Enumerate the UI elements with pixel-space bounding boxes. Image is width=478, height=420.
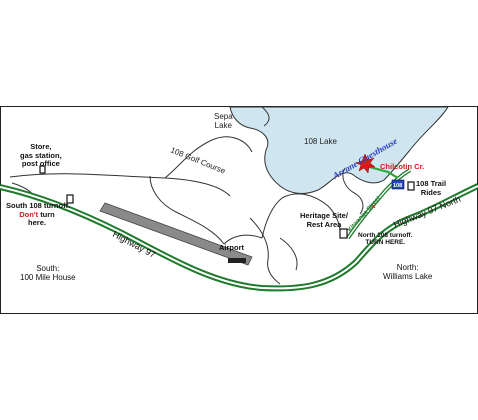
highway-sign-label: 108 bbox=[393, 183, 402, 189]
south-turnoff-line4: here. bbox=[28, 218, 46, 228]
kitwanga-street-center bbox=[347, 169, 411, 239]
lake-shore-bay bbox=[342, 167, 364, 215]
sepa-lake-label: Sepa Lake bbox=[214, 112, 233, 131]
south-destination-label: South: 100 Mile House bbox=[20, 264, 76, 283]
road-east-loop bbox=[279, 237, 298, 271]
route-to-guesthouse bbox=[365, 164, 399, 179]
store-label: Store, gas station, post office bbox=[20, 142, 62, 169]
highway-97-center bbox=[0, 185, 478, 290]
north-destination-label: North: Williams Lake bbox=[383, 263, 433, 282]
chilcotin-label: Chilcotin Cr. bbox=[380, 162, 425, 171]
trail-rides-label: 108 Trail Rides bbox=[416, 179, 447, 197]
airport-building bbox=[228, 258, 246, 263]
airport-label: Airport bbox=[219, 243, 244, 252]
south-turnoff-dont: Don't bbox=[19, 209, 39, 219]
lake-108-label: 108 Lake bbox=[304, 137, 337, 146]
store-building bbox=[39, 165, 46, 174]
heritage-label: Heritage Site/ Rest Area bbox=[300, 211, 348, 229]
south-turnoff-line3: turn bbox=[40, 209, 55, 219]
trail-rides-building bbox=[407, 181, 415, 191]
road-airport-north bbox=[223, 234, 263, 245]
road-south-loop bbox=[249, 217, 281, 285]
airport-runway bbox=[99, 202, 253, 266]
road-golf-upper bbox=[164, 136, 253, 179]
guesthouse-star bbox=[355, 153, 376, 174]
south-turnoff-building bbox=[66, 194, 74, 204]
heritage-building bbox=[339, 228, 348, 239]
highway-sign bbox=[391, 179, 405, 190]
north-turnoff-label: North 108 turnoff. TURN HERE. bbox=[358, 232, 413, 247]
south-turnoff-label: South 108 turnoff. Don't turn here. bbox=[6, 201, 71, 228]
destination-marker: × bbox=[371, 202, 376, 211]
south-turnoff-line1: South 108 turnoff. bbox=[6, 201, 71, 210]
road-lakeside bbox=[261, 193, 341, 239]
road-store bbox=[9, 173, 231, 197]
lake-108 bbox=[229, 106, 449, 194]
road-golf-loop bbox=[149, 175, 225, 245]
lake-peninsula bbox=[261, 106, 270, 127]
